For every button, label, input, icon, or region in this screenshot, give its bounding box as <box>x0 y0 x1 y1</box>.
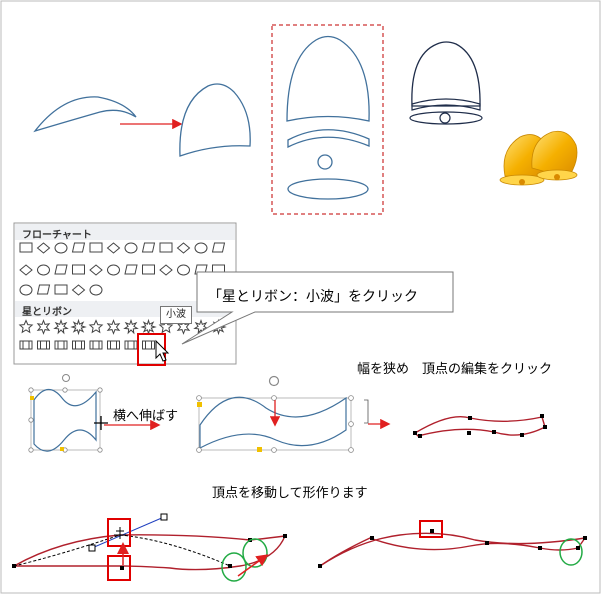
assembled-bell-clapper <box>439 112 451 124</box>
callout-text: 「星とリボン：小波」をクリック <box>208 289 418 305</box>
flowchart-icons <box>19 242 226 296</box>
edit-points-label: 幅を狭め 頂点の編集をクリック <box>357 362 553 377</box>
section-stars-ribbons-label: 星とリボン <box>22 307 72 318</box>
bell-arch-shape <box>179 83 251 157</box>
bell-clapper-part <box>317 154 333 170</box>
bell-bottom-ellipse-part <box>287 178 369 200</box>
callout-box <box>181 271 454 345</box>
golden-bells-image <box>499 130 578 186</box>
wave-shape-gallery-item[interactable] <box>140 336 163 363</box>
width-bracket <box>364 399 369 424</box>
wave-shape-stretched <box>196 375 354 453</box>
vertex-editing-left <box>12 513 287 582</box>
shape-it-label: 頂点を移動して形作ります <box>212 486 368 501</box>
wave-shape-small <box>28 374 103 453</box>
vertex-editing-right <box>318 520 587 568</box>
narrow-curve-points <box>413 414 547 438</box>
stretch-label: 横へ伸ばす <box>113 409 179 424</box>
resize-crosshair-icon <box>94 416 108 430</box>
moon-arc-shape <box>33 96 137 133</box>
assembled-bell <box>411 41 481 107</box>
mouse-cursor-icon <box>155 339 170 362</box>
wave-tooltip: 小波 <box>160 306 192 324</box>
section-flowchart-label: フローチャート <box>22 230 92 241</box>
bell-body-part <box>286 35 370 122</box>
bell-rim-part <box>287 129 370 149</box>
dashed-selection-frame <box>271 24 384 215</box>
assembled-bell-rim <box>411 98 481 111</box>
